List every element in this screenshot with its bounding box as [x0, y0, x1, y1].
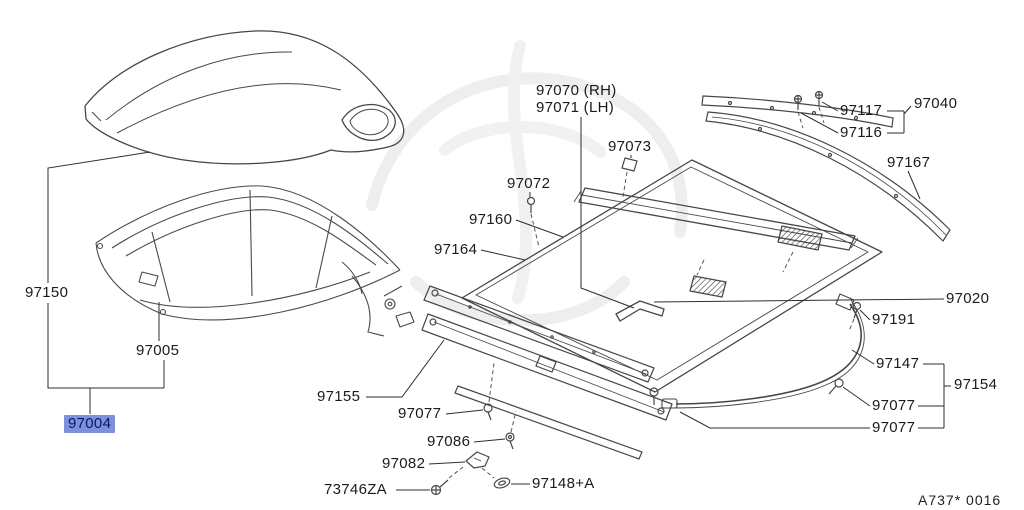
folding-frame-drawing — [95, 185, 415, 337]
bolt-icon — [526, 196, 536, 213]
screw-icon — [814, 90, 824, 106]
part-label-97160[interactable]: 97160 — [469, 211, 513, 228]
part-label-97150[interactable]: 97150 — [25, 284, 69, 301]
leader-lines — [47, 101, 951, 491]
front-rail-drawing — [421, 285, 673, 460]
part-label-97167[interactable]: 97167 — [887, 154, 931, 171]
screw-icon — [793, 94, 803, 110]
bolt-icon — [852, 301, 862, 319]
part-label-97005[interactable]: 97005 — [136, 342, 180, 359]
bolt-icon — [649, 387, 659, 405]
watermark — [366, 40, 688, 327]
part-label-97072[interactable]: 97072 — [507, 175, 551, 192]
part-label-97020[interactable]: 97020 — [946, 290, 990, 307]
part-label-97070-rh[interactable]: 97070 (RH) — [536, 82, 617, 99]
bolt-icon — [483, 403, 493, 421]
part-label-97071-lh[interactable]: 97071 (LH) — [536, 99, 615, 116]
part-label-97147[interactable]: 97147 — [876, 355, 920, 372]
part-label-97191[interactable]: 97191 — [872, 311, 916, 328]
top-cover-drawing — [84, 30, 405, 165]
bracket-icon — [465, 451, 490, 469]
part-label-97082[interactable]: 97082 — [382, 455, 426, 472]
part-label-97040[interactable]: 97040 — [914, 95, 958, 112]
pad-icon — [493, 477, 511, 489]
part-label-97077-right-lower[interactable]: 97077 — [872, 419, 916, 436]
roof-panel-drawing — [461, 159, 883, 393]
part-label-97086[interactable]: 97086 — [427, 433, 471, 450]
part-label-97154[interactable]: 97154 — [954, 376, 998, 393]
side-rail-drawing — [705, 111, 951, 242]
rear-rail-drawing — [701, 95, 894, 128]
part-label-97077-front[interactable]: 97077 — [398, 405, 442, 422]
clip-icon — [621, 157, 638, 172]
alignment-dashes — [448, 106, 855, 479]
bolt-icon — [505, 432, 515, 450]
part-label-73746za[interactable]: 73746ZA — [324, 481, 387, 498]
drain-cable-drawing — [661, 293, 865, 409]
part-label-97073[interactable]: 97073 — [608, 138, 652, 155]
part-label-97148a[interactable]: 97148+A — [532, 475, 595, 492]
part-label-97077-right-upper[interactable]: 97077 — [872, 397, 916, 414]
part-label-97164[interactable]: 97164 — [434, 241, 478, 258]
diagram-ref-code: A737* 0016 — [918, 492, 1002, 508]
part-label-97155[interactable]: 97155 — [317, 388, 361, 405]
part-label-97116[interactable]: 97116 — [840, 124, 883, 141]
screw-icon — [430, 479, 449, 496]
bolt-icon — [828, 378, 844, 395]
fastener-icons — [430, 90, 862, 496]
part-label-97004-selected[interactable]: 97004 — [64, 415, 116, 433]
part-label-97117[interactable]: 97117 — [840, 102, 883, 119]
